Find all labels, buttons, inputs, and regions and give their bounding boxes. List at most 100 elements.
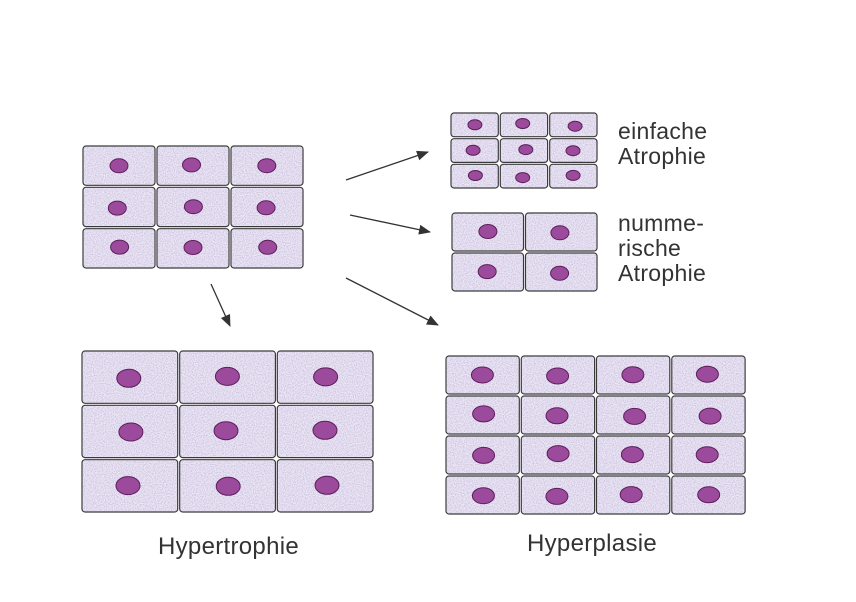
cell — [445, 475, 520, 515]
cell-nucleus — [472, 405, 496, 423]
cell — [520, 475, 596, 515]
cell-nucleus — [109, 158, 129, 174]
cell-nucleus — [183, 199, 203, 215]
cell — [520, 395, 596, 435]
cell-nucleus — [695, 365, 719, 383]
cell — [450, 163, 499, 189]
arrow-to-numeric-atrophy — [349, 214, 431, 235]
label-simple-atrophy: einfache Atrophie — [618, 119, 707, 169]
label-line: einfache — [618, 118, 708, 144]
cell — [595, 395, 671, 435]
cell-nucleus — [107, 200, 127, 216]
cell — [156, 228, 230, 269]
cell-nucleus — [110, 239, 130, 255]
cell — [595, 475, 671, 515]
cell — [595, 355, 671, 395]
cell — [524, 252, 598, 292]
cell-nucleus — [698, 407, 722, 425]
cell-nucleus — [623, 407, 647, 425]
cell — [671, 475, 746, 515]
cell-nucleus — [545, 407, 569, 425]
cell-nucleus — [545, 487, 569, 505]
cell — [671, 435, 746, 475]
cell-nucleus — [565, 169, 581, 181]
cell — [549, 138, 598, 163]
cell-nucleus — [471, 487, 495, 505]
cell-nucleus — [182, 157, 201, 173]
cell — [276, 404, 374, 459]
cell-nucleus — [313, 367, 339, 387]
cell-nucleus — [546, 367, 570, 385]
cell-nucleus — [215, 476, 241, 496]
cell — [549, 112, 598, 138]
cell-nucleus — [621, 366, 645, 384]
label-hyperplasia: Hyperplasie — [527, 530, 658, 557]
cell-nucleus — [312, 420, 338, 440]
cell-nucleus — [258, 239, 278, 255]
cell — [520, 355, 596, 395]
cell — [499, 112, 549, 138]
original-tissue — [82, 145, 304, 269]
cell-nucleus — [567, 120, 583, 132]
cell — [549, 163, 598, 189]
cell — [230, 228, 304, 269]
cell — [230, 145, 304, 186]
cell-nucleus — [565, 145, 581, 157]
cell — [445, 395, 520, 435]
arrow-to-hyperplasia — [345, 277, 439, 326]
cell — [230, 186, 304, 228]
cell — [276, 459, 374, 513]
cell — [445, 355, 520, 395]
cell — [451, 212, 525, 252]
cell-nucleus — [256, 200, 276, 216]
cell — [276, 350, 374, 404]
label-hypertrophy: Hypertrophie — [158, 533, 300, 560]
cell-nucleus — [620, 446, 644, 464]
cell-nucleus — [118, 422, 144, 442]
cell-nucleus — [478, 224, 498, 239]
label-line: rische — [618, 235, 682, 261]
cell-nucleus — [515, 118, 531, 129]
cell — [81, 350, 179, 404]
label-numeric-atrophy: numme- rische Atrophie — [618, 211, 706, 286]
cell-nucleus — [550, 225, 570, 241]
cell-nucleus — [214, 366, 240, 386]
simple-atrophy-tissue — [450, 112, 598, 189]
cell-nucleus — [470, 366, 494, 384]
hypertrophy-tissue — [81, 350, 374, 513]
cell — [82, 228, 156, 269]
label-line: numme- — [618, 210, 705, 236]
cell — [451, 252, 525, 292]
cell-nucleus — [467, 119, 483, 131]
cell-nucleus — [213, 421, 239, 441]
cell — [671, 355, 746, 395]
cell — [499, 163, 549, 189]
cell — [450, 138, 499, 163]
cell — [179, 404, 276, 459]
cell — [179, 459, 276, 513]
cell — [81, 459, 179, 513]
numeric-atrophy-tissue — [451, 212, 598, 292]
cell-nucleus — [518, 144, 534, 156]
cell-nucleus — [257, 158, 277, 174]
cell — [82, 145, 156, 186]
cell — [499, 138, 549, 163]
cell-nucleus — [477, 264, 497, 280]
cell-nucleus — [465, 144, 481, 156]
cell-nucleus — [116, 368, 142, 388]
cell — [156, 145, 230, 186]
cell-nucleus — [183, 240, 203, 255]
cell-nucleus — [619, 486, 643, 504]
cell — [156, 186, 230, 228]
cell-nucleus — [472, 446, 496, 464]
cell-nucleus — [546, 445, 570, 463]
cell — [520, 435, 596, 475]
cell-nucleus — [115, 476, 141, 496]
label-line: Atrophie — [618, 260, 707, 286]
hyperplasia-tissue — [445, 355, 746, 515]
cell — [450, 112, 499, 138]
cell — [595, 435, 671, 475]
cell-nucleus — [697, 486, 721, 504]
cell — [179, 350, 276, 404]
